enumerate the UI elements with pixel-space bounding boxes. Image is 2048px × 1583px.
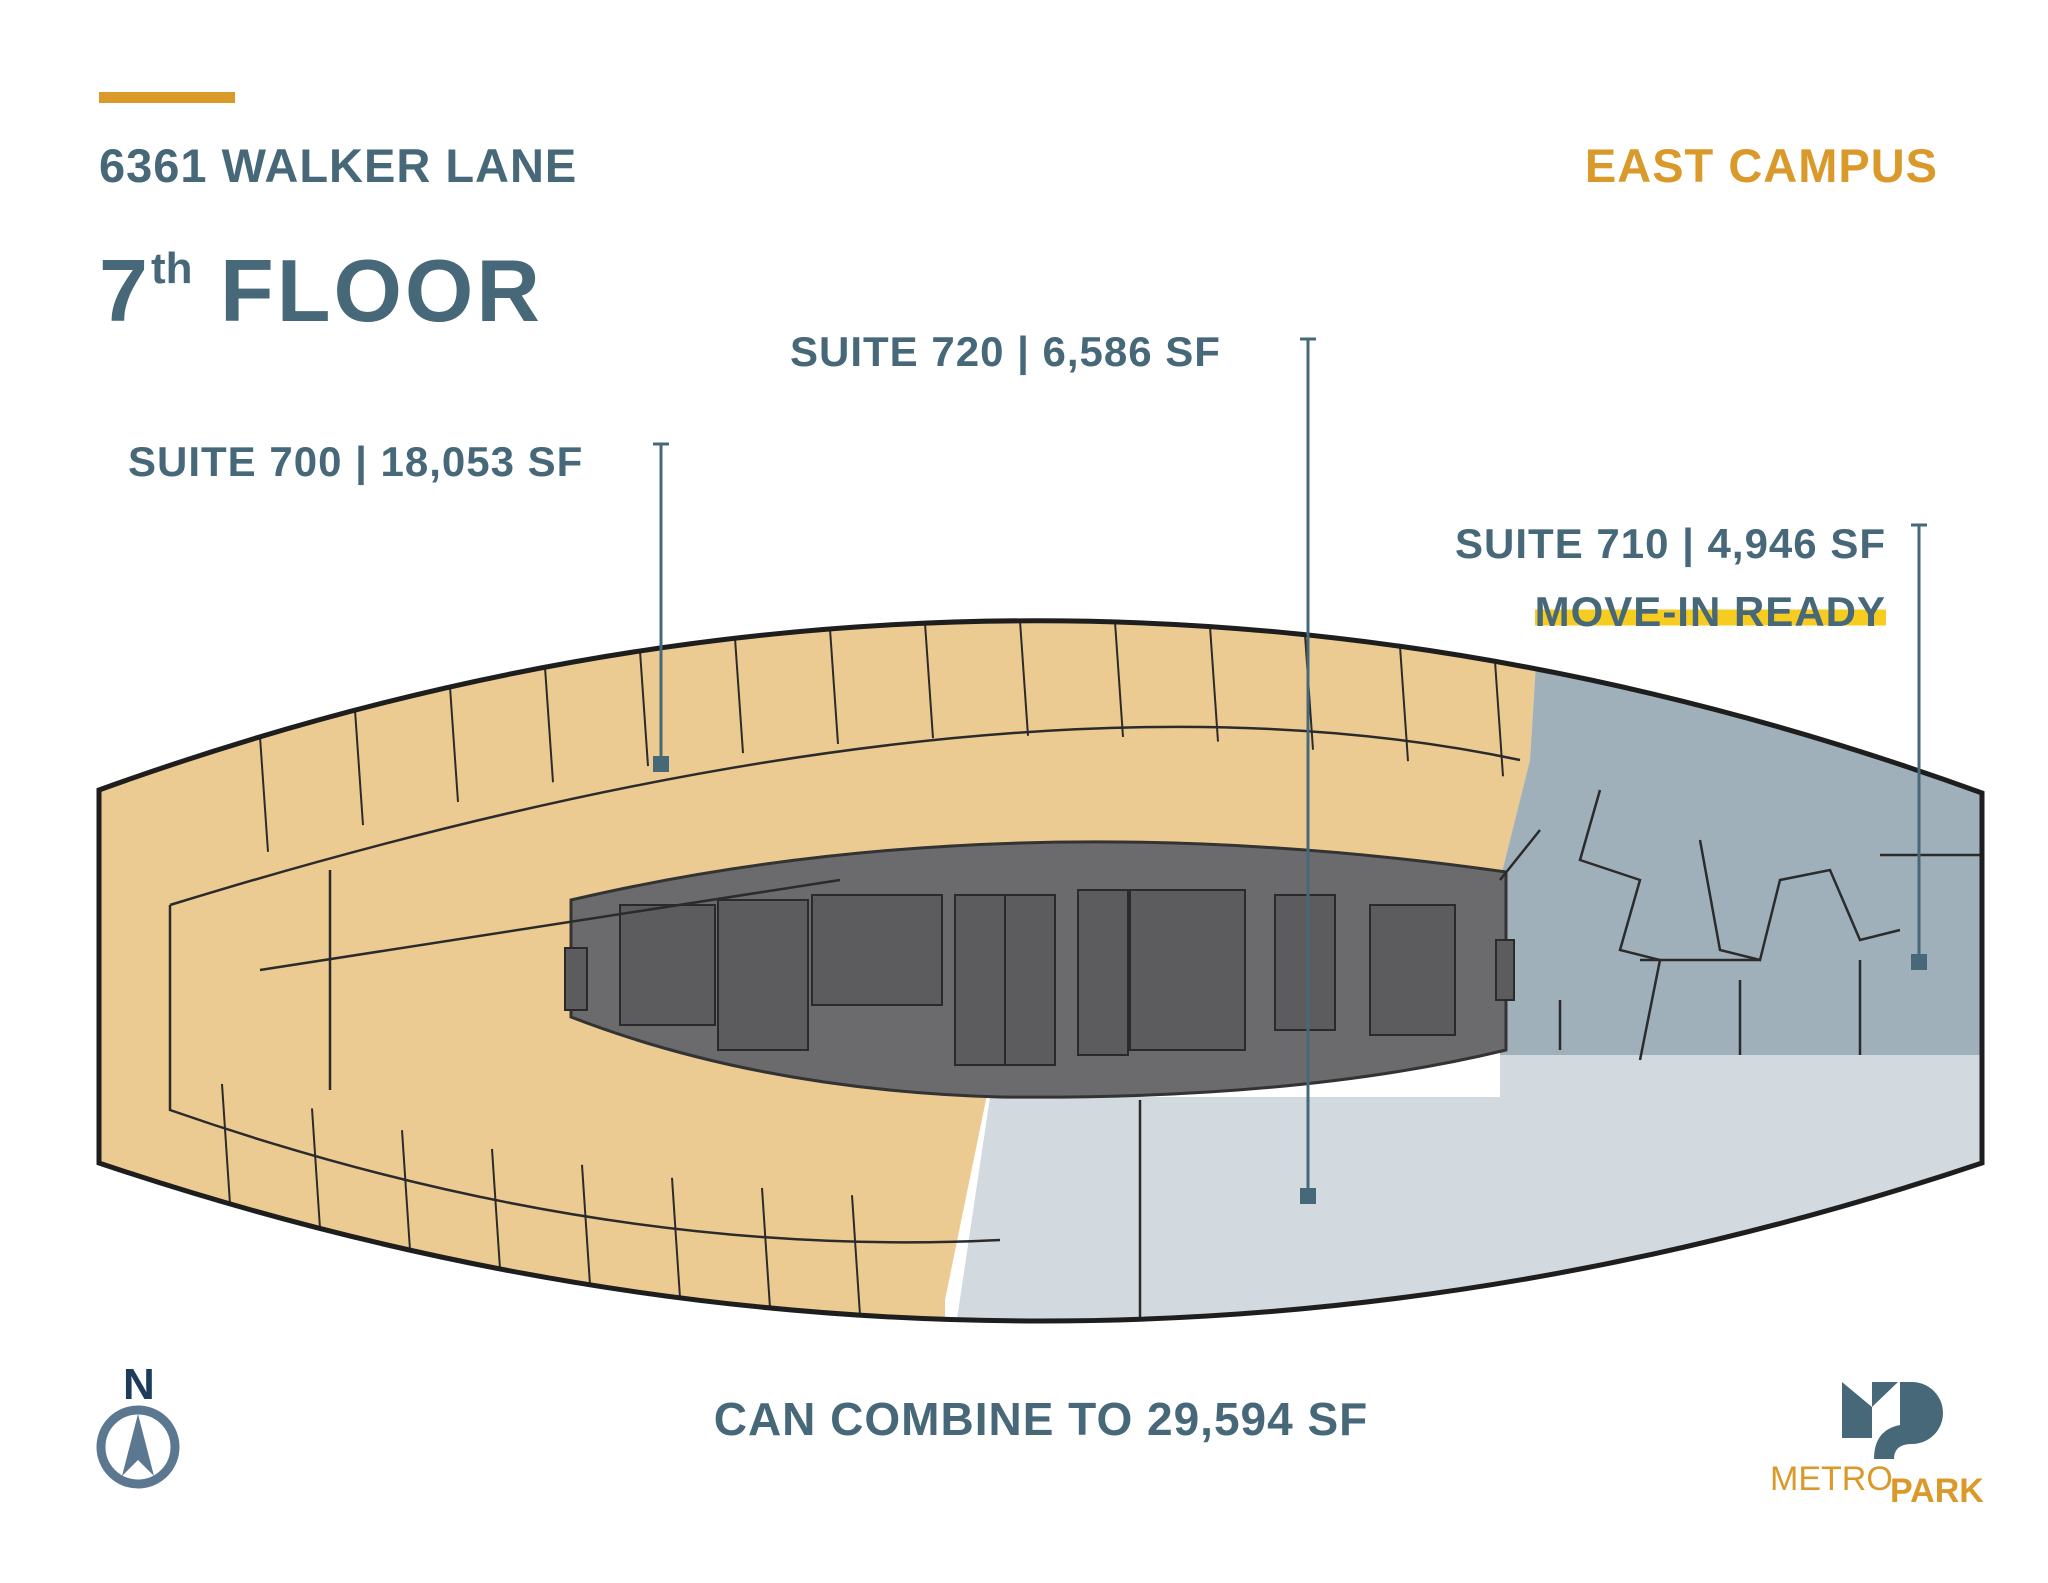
office-wall — [449, 686, 459, 803]
office-wall — [829, 628, 839, 745]
floor-word: FLOOR — [219, 241, 543, 340]
suite-710-label: SUITE 710 | 4,946 SF — [1455, 520, 1886, 567]
compass-arrow-icon — [96, 1405, 180, 1489]
building-outline — [96, 618, 1985, 1324]
office-wall — [354, 710, 364, 826]
office-wall — [221, 1083, 231, 1204]
office-wall — [1114, 621, 1124, 738]
partition-walls — [168, 725, 1982, 1321]
office-wall — [1019, 620, 1029, 736]
office-walls — [221, 620, 1504, 1316]
floor-number: 7 — [99, 241, 151, 340]
office-wall — [851, 1195, 861, 1316]
office-wall — [761, 1187, 771, 1309]
floor-suffix: th — [150, 244, 193, 293]
office-wall — [734, 638, 744, 754]
suite-700-label: SUITE 700 | 18,053 SF — [128, 438, 584, 485]
office-wall — [639, 650, 649, 767]
core-rooms — [564, 889, 1515, 1066]
suite-720-pointer — [1300, 337, 1316, 1204]
suite-720-area[interactable] — [945, 1055, 2048, 1400]
office-wall — [581, 1164, 591, 1285]
campus-name: EAST CAMPUS — [1584, 139, 1938, 192]
suite-710-area[interactable] — [1500, 500, 2048, 1055]
office-wall — [924, 623, 934, 739]
accent-bar — [99, 92, 235, 103]
office-wall — [1494, 661, 1504, 777]
combine-note: CAN COMBINE TO 29,594 SF — [713, 1393, 1369, 1445]
suite-700-pointer — [653, 442, 669, 772]
office-wall — [671, 1177, 681, 1298]
logo-metro-text: METRO — [1770, 1460, 1893, 1498]
office-wall — [1399, 646, 1409, 762]
office-wall — [491, 1148, 501, 1269]
building-address: 6361 WALKER LANE — [99, 139, 578, 192]
move-in-ready-badge: MOVE-IN READY — [1534, 588, 1886, 636]
office-wall — [401, 1130, 411, 1251]
metropark-logo — [1842, 1382, 1943, 1459]
suite-720-label: SUITE 720 | 6,586 SF — [790, 328, 1221, 375]
suite-710-pointer — [1911, 523, 1927, 970]
office-wall — [544, 667, 554, 783]
floor-title: 7th FLOOR — [99, 240, 543, 342]
office-wall — [1209, 626, 1219, 742]
compass-letter: N — [123, 1360, 155, 1409]
logo-park-text: PARK — [1890, 1472, 1984, 1510]
office-wall — [259, 736, 269, 852]
office-wall — [311, 1108, 321, 1229]
